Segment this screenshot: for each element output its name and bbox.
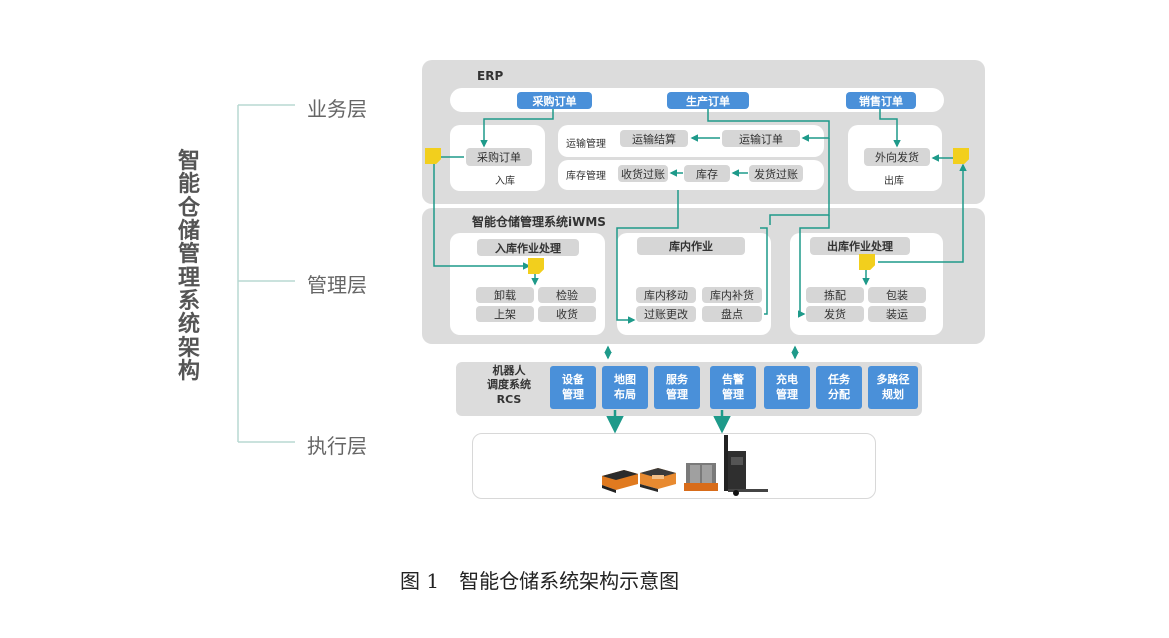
stock-button[interactable]: 库存 xyxy=(684,165,730,182)
title-char: 管 xyxy=(177,242,200,268)
inbound-purchase-order[interactable]: 采购订单 xyxy=(466,148,532,166)
pick-button[interactable]: 拣配 xyxy=(806,287,864,303)
wms-internal-title: 库内作业 xyxy=(637,237,745,255)
rcs-device-mgmt[interactable]: 设备管理 xyxy=(550,366,596,409)
rcs-alarm-mgmt[interactable]: 告警管理 xyxy=(710,366,756,409)
rcs-title-line: 调度系统 xyxy=(487,378,531,392)
rcs-title-line: RCS xyxy=(496,392,522,406)
transport-label: 运输管理 xyxy=(566,139,606,150)
receive-posting-button[interactable]: 收货过账 xyxy=(618,165,668,182)
unload-button[interactable]: 卸载 xyxy=(476,287,534,303)
forklift-robot-icon xyxy=(724,435,768,496)
title-char: 架 xyxy=(177,335,200,361)
title-char: 智 xyxy=(177,149,200,174)
rcs-service-mgmt[interactable]: 服务管理 xyxy=(654,366,700,409)
inventory-label: 库存管理 xyxy=(566,171,606,182)
figure-caption: 图 1 智能仓储系统架构示意图 xyxy=(400,569,680,593)
posting-change-button[interactable]: 过账更改 xyxy=(636,306,696,322)
sticky-note-icon xyxy=(859,254,875,270)
erp-title: ERP xyxy=(477,69,504,83)
pack-button[interactable]: 包装 xyxy=(868,287,926,303)
title-char: 能 xyxy=(177,172,200,198)
wms-outbound-title: 出库作业处理 xyxy=(810,237,910,255)
title-char: 构 xyxy=(177,358,200,384)
production-order-button[interactable]: 生产订单 xyxy=(667,92,749,109)
rcs-charge-mgmt[interactable]: 充电管理 xyxy=(764,366,810,409)
receive-button[interactable]: 收货 xyxy=(538,306,596,322)
internal-move-button[interactable]: 库内移动 xyxy=(636,287,696,303)
layer-management: 管理层 xyxy=(307,273,367,297)
stocktake-button[interactable]: 盘点 xyxy=(702,306,762,322)
sticky-note-icon xyxy=(953,148,969,164)
sticky-note-icon xyxy=(528,258,544,274)
robots-illustration xyxy=(602,435,768,496)
title-char: 统 xyxy=(177,312,200,338)
rcs-multipath-plan[interactable]: 多路径规划 xyxy=(868,366,918,409)
robots-panel xyxy=(472,433,876,499)
layer-bracket xyxy=(237,104,295,443)
purchase-order-button[interactable]: 采购订单 xyxy=(517,92,592,109)
sales-order-button[interactable]: 销售订单 xyxy=(846,92,916,109)
outbound-label: 出库 xyxy=(884,176,904,187)
sticky-note-icon xyxy=(425,148,441,164)
transport-order-button[interactable]: 运输订单 xyxy=(722,130,800,147)
layer-business: 业务层 xyxy=(307,97,367,121)
title-char: 仓 xyxy=(177,195,200,221)
title-char: 储 xyxy=(177,218,200,244)
rcs-map-layout[interactable]: 地图布局 xyxy=(602,366,648,409)
title-char: 系 xyxy=(177,288,200,314)
rcs-task-assign[interactable]: 任务分配 xyxy=(816,366,862,409)
wms-inbound-title: 入库作业处理 xyxy=(477,239,579,256)
ship-posting-button[interactable]: 发货过账 xyxy=(749,165,803,182)
rcs-title-line: 机器人 xyxy=(492,364,526,377)
putaway-button[interactable]: 上架 xyxy=(476,306,534,322)
layer-execution: 执行层 xyxy=(307,434,367,458)
agv-robot-icon xyxy=(602,470,638,493)
rcs-title: 机器人 调度系统 RCS xyxy=(479,364,539,407)
ship-button[interactable]: 发货 xyxy=(806,306,864,322)
title-char: 理 xyxy=(177,265,200,291)
vertical-title: 智 能 仓 储 管 理 系 统 架 构 xyxy=(176,150,202,383)
load-button[interactable]: 装运 xyxy=(868,306,926,322)
shelf-robot-icon xyxy=(684,463,718,491)
inbound-label: 入库 xyxy=(495,176,515,187)
inspect-button[interactable]: 检验 xyxy=(538,287,596,303)
wms-title: 智能仓储管理系统iWMS xyxy=(472,215,606,229)
agv-robot-icon xyxy=(640,468,676,492)
transport-settle-button[interactable]: 运输结算 xyxy=(620,130,688,147)
outbound-delivery-button[interactable]: 外向发货 xyxy=(864,148,930,166)
internal-replenish-button[interactable]: 库内补货 xyxy=(702,287,762,303)
